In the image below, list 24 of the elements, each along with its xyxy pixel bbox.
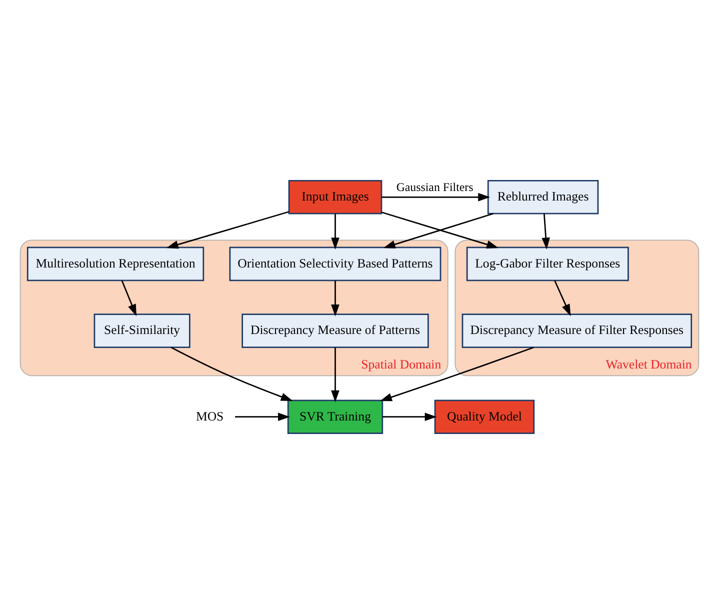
arrow [331,347,340,402]
node-box: Input Images [288,179,382,214]
arrow [331,280,340,316]
node-box: Discrepancy Measure of Filter Responses [462,313,692,348]
node-box: Reblurred Images [487,179,599,214]
edge-label: Gaussian Filters [396,180,474,194]
node-box: Self-Similarity [94,313,190,348]
arrow [382,412,437,421]
node-text: MOS [196,408,224,423]
arrow [382,192,490,201]
arrow [380,346,534,401]
arrow [542,213,550,250]
arrow [166,210,290,248]
node-box: Orientation Selectivity Based Patterns [229,246,442,281]
arrow [331,213,340,250]
arrow [121,280,136,316]
node-box: Log-Gabor Filter Responses [466,246,629,281]
node-box: Quality Model [434,399,535,434]
node-box: SVR Training [287,399,384,434]
arrow [170,346,293,401]
arrow [235,412,290,421]
node-box: Discrepancy Measure of Patterns [242,313,429,348]
node-box: Multiresolution Representation [26,246,204,281]
arrow [554,280,571,316]
